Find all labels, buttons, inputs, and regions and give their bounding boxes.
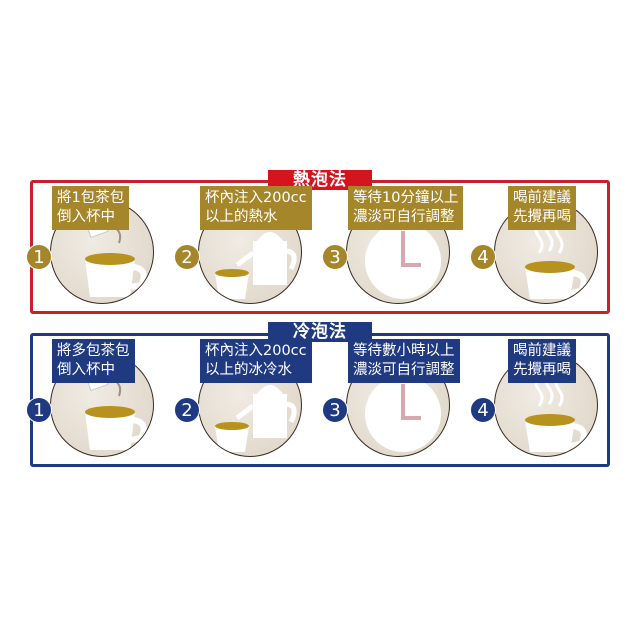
step-number-badge: 2 — [174, 244, 200, 270]
cold-step-4: 喝前建議 先攪再喝 4 — [468, 329, 618, 459]
instruction-line-1: 將1包茶包 — [57, 190, 125, 206]
instruction-line-2: 以上的冰冷水 — [205, 362, 292, 378]
instruction-line-1: 杯內注入200cc — [205, 190, 307, 206]
instruction-line-2: 先攪再喝 — [513, 362, 571, 378]
instruction-line-1: 等待10分鐘以上 — [353, 190, 459, 206]
cold-step-2: 杯內注入200cc 以上的冰冷水 2 — [172, 329, 322, 459]
cold-step-3: 等待數小時以上 濃淡可自行調整 3 — [320, 329, 470, 459]
step-instruction: 喝前建議 先攪再喝 — [508, 186, 576, 230]
clock-icon — [365, 223, 441, 299]
step-number-badge: 3 — [322, 244, 348, 270]
instruction-line-1: 杯內注入200cc — [205, 343, 307, 359]
step-instruction: 杯內注入200cc 以上的熱水 — [200, 186, 312, 230]
instruction-line-2: 濃淡可自行調整 — [353, 362, 455, 378]
hot-brew-title: 熱泡法 — [268, 170, 372, 190]
teapot-cup-icon — [215, 385, 297, 452]
hot-step-1: 將1包茶包 倒入杯中 1 — [24, 176, 174, 306]
clock-icon — [365, 376, 441, 452]
step-instruction: 杯內注入200cc 以上的冰冷水 — [200, 339, 312, 383]
hot-step-2: 杯內注入200cc 以上的熱水 2 — [172, 176, 322, 306]
step-number-badge: 2 — [174, 397, 200, 423]
step-instruction: 等待10分鐘以上 濃淡可自行調整 — [348, 186, 464, 230]
instruction-line-1: 將多包茶包 — [57, 343, 130, 359]
instruction-line-2: 倒入杯中 — [57, 362, 115, 378]
step-instruction: 等待數小時以上 濃淡可自行調整 — [348, 339, 460, 383]
step-instruction: 將多包茶包 倒入杯中 — [52, 339, 135, 383]
step-number-badge: 4 — [470, 397, 496, 423]
teapot-cup-icon — [215, 232, 297, 299]
step-number-badge: 3 — [322, 397, 348, 423]
steaming-cup-icon — [525, 371, 587, 452]
steaming-cup-icon — [525, 218, 587, 299]
cold-step-1: 將多包茶包 倒入杯中 1 — [24, 329, 174, 459]
instruction-line-2: 先攪再喝 — [513, 209, 571, 225]
step-number-badge: 4 — [470, 244, 496, 270]
step-instruction: 將1包茶包 倒入杯中 — [52, 186, 130, 230]
hot-step-3: 等待10分鐘以上 濃淡可自行調整 3 — [320, 176, 470, 306]
step-number-badge: 1 — [26, 397, 52, 423]
step-number-badge: 1 — [26, 244, 52, 270]
instruction-line-2: 以上的熱水 — [205, 209, 278, 225]
instruction-line-1: 喝前建議 — [513, 190, 571, 206]
instruction-line-1: 等待數小時以上 — [353, 343, 455, 359]
hot-step-4: 喝前建議 先攪再喝 4 — [468, 176, 618, 306]
cold-brew-title: 冷泡法 — [268, 322, 372, 342]
instruction-line-2: 濃淡可自行調整 — [353, 209, 455, 225]
instruction-line-1: 喝前建議 — [513, 343, 571, 359]
instruction-line-2: 倒入杯中 — [57, 209, 115, 225]
step-instruction: 喝前建議 先攪再喝 — [508, 339, 576, 383]
